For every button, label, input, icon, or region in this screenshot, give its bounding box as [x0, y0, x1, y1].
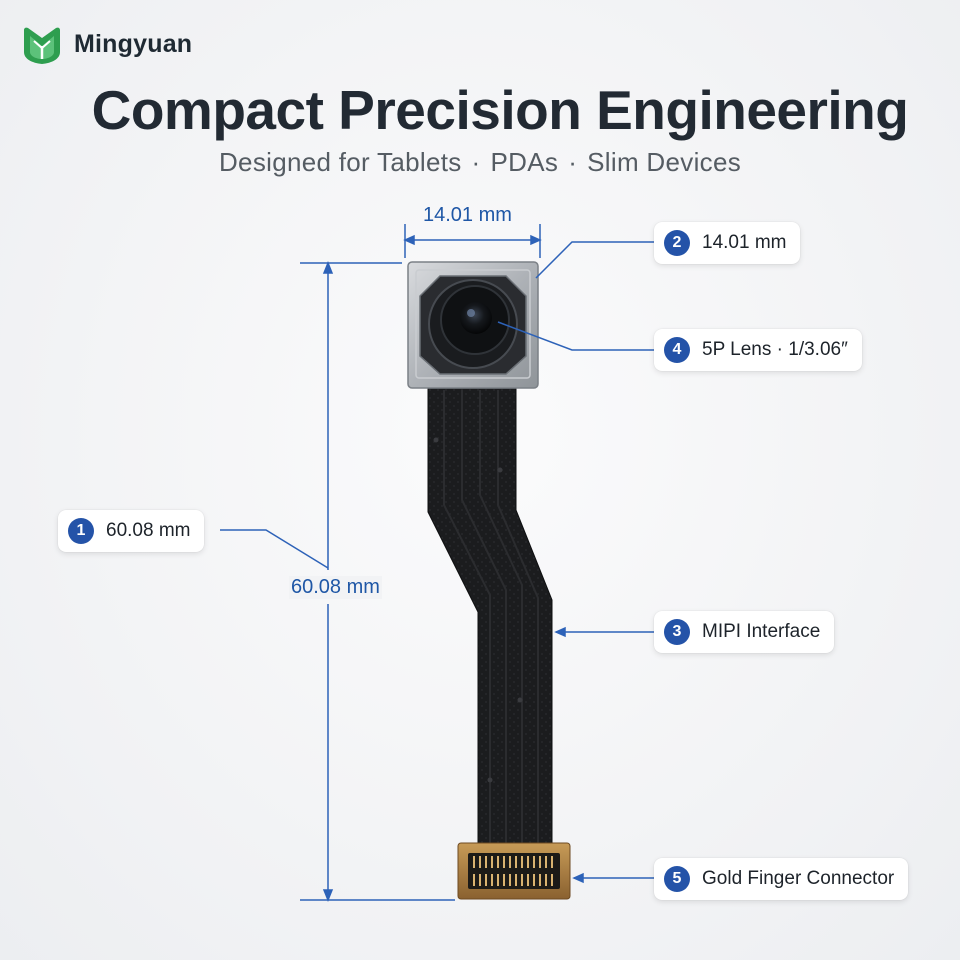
callout-2-width: 2 14.01 mm: [654, 222, 801, 264]
callout-label: MIPI Interface: [702, 621, 821, 642]
callout-3-mipi-interface: 3 MIPI Interface: [654, 611, 835, 653]
page-title: Compact Precision Engineering: [91, 79, 909, 141]
dimension-lines: [220, 224, 654, 903]
callout-number-badge: 1: [68, 518, 94, 544]
brand: Mingyuan: [20, 22, 192, 66]
subtitle-separator: ·: [568, 147, 578, 177]
callout-1-height: 1 60.08 mm: [58, 510, 205, 552]
camera-module: [407, 261, 539, 389]
callout-label: 60.08 mm: [106, 520, 191, 541]
subtitle-item-slim-devices: Slim Devices: [587, 147, 742, 177]
subtitle-item-pdas: PDAs: [490, 147, 559, 177]
width-dimension-label: 14.01 mm: [423, 204, 512, 226]
callout-4-lens: 4 5P Lens · 1/3.06″: [654, 329, 862, 371]
brand-name: Mingyuan: [74, 29, 193, 58]
subtitle-separator: ·: [471, 147, 481, 177]
callout-number-badge: 5: [664, 866, 690, 892]
leaf-m-logo-icon: [24, 27, 60, 64]
flex-cable: [427, 384, 553, 849]
callout-label: Gold Finger Connector: [702, 868, 895, 889]
callout-label: 14.01 mm: [702, 232, 787, 253]
subtitle-item-tablets: Designed for Tablets: [218, 147, 462, 177]
callout-label: 5P Lens · 1/3.06″: [702, 339, 848, 360]
height-dimension-label: 60.08 mm: [289, 576, 382, 599]
page-subtitle: Designed for Tablets · PDAs · Slim Devices: [0, 147, 960, 178]
callout-5-connector: 5 Gold Finger Connector: [654, 858, 909, 900]
callout-number-badge: 4: [664, 337, 690, 363]
callout-number-badge: 2: [664, 230, 690, 256]
callout-number-badge: 3: [664, 619, 690, 645]
gold-finger-connector: [457, 842, 571, 900]
